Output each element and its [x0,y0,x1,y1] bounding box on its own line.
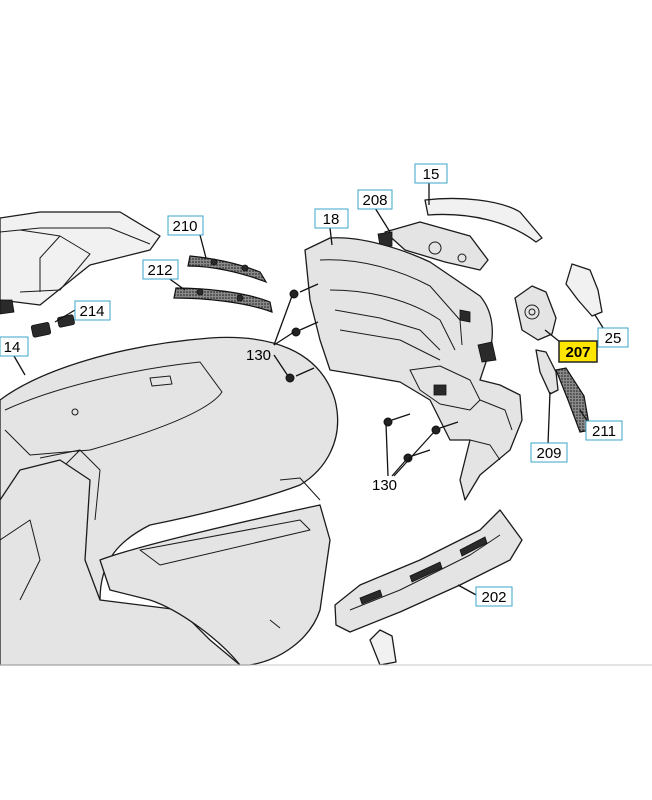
part-18-bumper-cover [304,237,523,501]
callout-label: 18 [323,211,340,228]
callout-207[interactable]: 207 [558,340,598,363]
part-209-bracket [535,349,559,395]
part-15-upper-trim [424,197,543,243]
screw-label-130-lower: 130 [372,477,397,494]
callout-label: 207 [565,344,590,361]
callout-15[interactable]: 15 [414,163,448,184]
screw-group-upper [285,283,319,383]
leader-lines [13,182,606,597]
callout-label: 14 [4,339,21,356]
callout-25[interactable]: 25 [597,327,629,348]
part-211-strip [555,367,591,433]
callout-label: 208 [362,192,387,209]
screw-group-lower [383,413,459,463]
part-side-clips-214 [30,314,75,338]
callout-label: 15 [423,166,440,183]
callout-label: 211 [592,423,616,440]
callout-209[interactable]: 209 [530,442,568,463]
callout-211[interactable]: 211 [585,420,623,441]
part-25-lamp-cover [565,263,603,317]
callout-14[interactable]: 14 [0,336,29,357]
callout-label: 202 [481,589,506,606]
callout-214[interactable]: 214 [74,300,111,321]
callout-18[interactable]: 18 [314,208,349,229]
part-208-bracket [377,221,489,271]
part-207-lamp-housing [514,285,557,341]
callout-208[interactable]: 208 [357,189,393,210]
part-upper-left-panel [0,211,161,315]
callout-202[interactable]: 202 [475,586,513,607]
part-202-reflector [334,509,523,666]
callout-label: 210 [172,218,197,235]
callout-label: 25 [605,330,622,347]
callout-210[interactable]: 210 [167,215,204,236]
callout-label: 214 [79,303,104,320]
part-212-strip [173,287,273,313]
callout-label: 212 [147,262,172,279]
part-lower-rear-body [0,459,331,666]
callout-212[interactable]: 212 [142,259,179,280]
callout-label: 209 [536,445,561,462]
part-210-strip [187,255,268,284]
screw-label-130-upper: 130 [246,347,271,364]
